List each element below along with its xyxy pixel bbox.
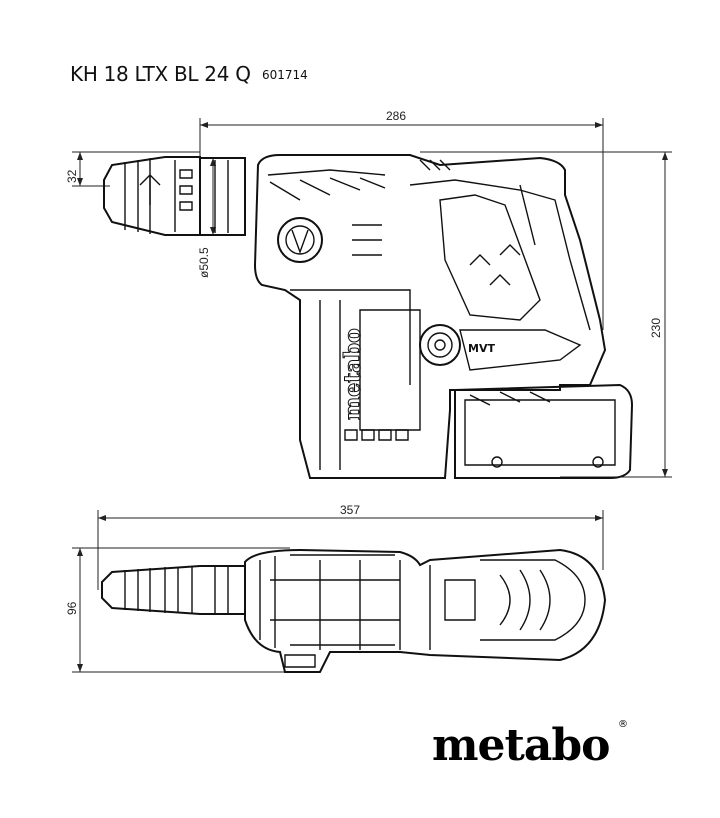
dimension-label: 96 xyxy=(65,601,79,615)
dimension-357: 357 xyxy=(97,503,604,590)
article-number: 601714 xyxy=(262,68,308,82)
metabo-logo: metabo ® xyxy=(432,719,628,771)
dimension-label: ø50.5 xyxy=(197,247,211,278)
model-title: KH 18 LTX BL 24 Q xyxy=(70,62,251,86)
dimension-230: 230 xyxy=(420,151,672,478)
dimension-286: 286 xyxy=(199,109,604,330)
dimension-label: 286 xyxy=(386,109,406,123)
dimension-label: 32 xyxy=(65,169,79,183)
dimension-label: 230 xyxy=(649,318,663,338)
dimension-collar-diameter: ø50.5 xyxy=(197,158,216,278)
top-view-hammer-drill xyxy=(101,548,607,673)
registered-mark: ® xyxy=(618,719,628,730)
housing-brand-label: metabo xyxy=(340,328,366,420)
dimension-96: 96 xyxy=(65,547,300,673)
mvt-label: MVT xyxy=(468,342,495,355)
svg-text:metabo: metabo xyxy=(432,720,610,771)
side-view-hammer-drill: MVT metabo xyxy=(103,154,634,479)
dimension-label: 357 xyxy=(340,503,360,517)
